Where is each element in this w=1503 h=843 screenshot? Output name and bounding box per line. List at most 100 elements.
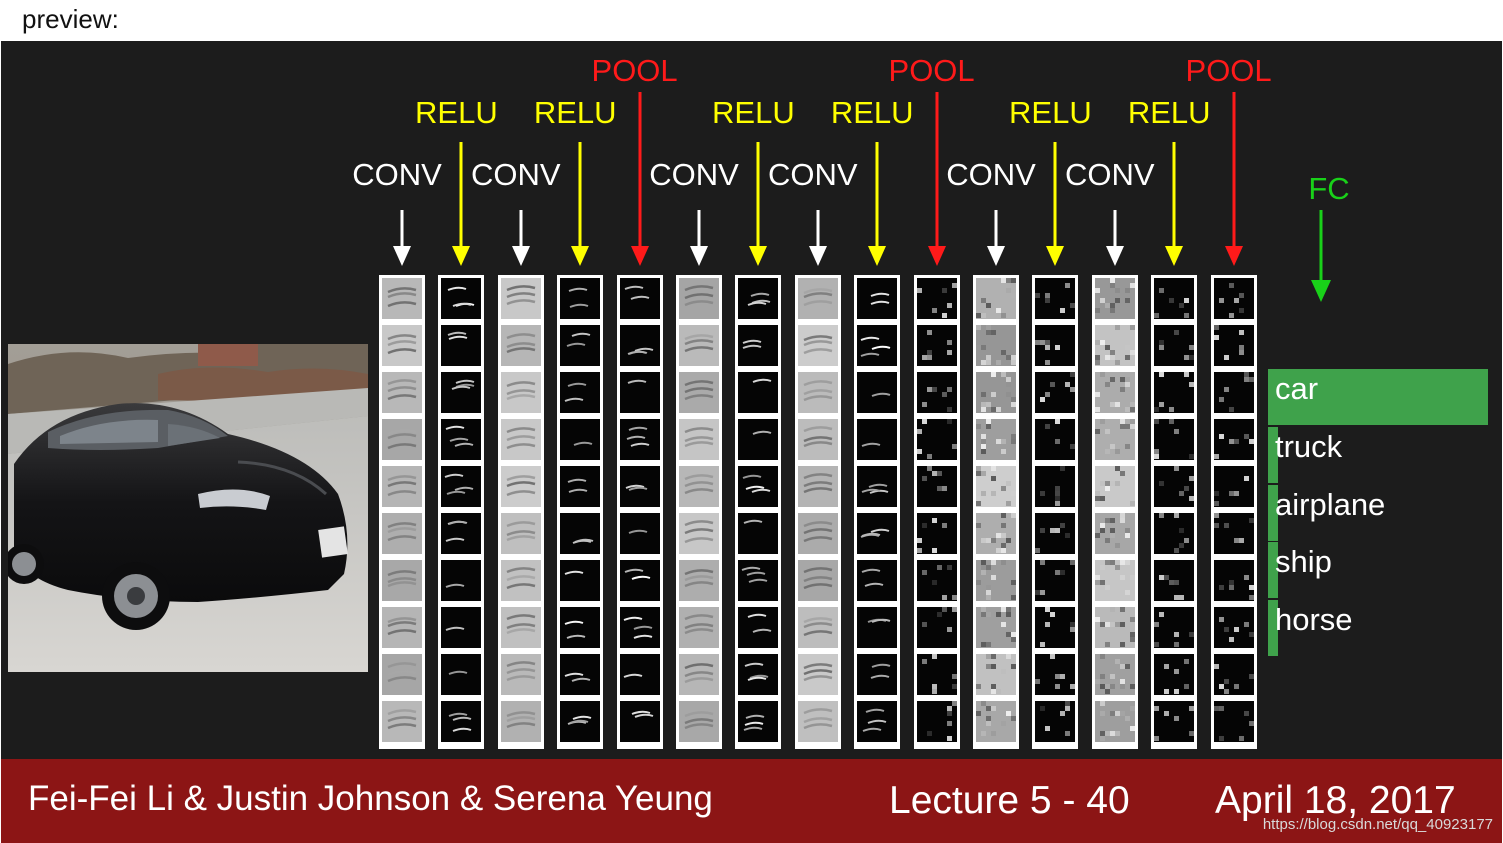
activation-map [619,701,660,742]
pool-label-4: POOL [591,53,678,88]
conv-label-2: CONV [471,157,561,192]
activation-map [619,654,660,695]
activation-map [560,513,601,554]
fc-arrow-icon [1306,210,1336,307]
activation-map [857,701,898,742]
activation-map [1154,278,1195,319]
activation-map [1094,513,1135,554]
activation-map [857,560,898,601]
activation-map [1094,607,1135,648]
activation-map [382,701,422,742]
activation-map [679,325,719,366]
feature-map-column-3 [557,275,604,749]
activation-map [1035,278,1076,319]
feature-map-column-12 [1091,275,1138,749]
class-label-airplane: airplane [1275,487,1386,522]
activation-map [738,372,779,413]
activation-map [1213,654,1254,695]
activation-map [857,325,898,366]
activation-map [619,372,660,413]
feature-map-column-0 [379,275,425,749]
input-car-image [8,344,368,672]
activation-map [1035,325,1076,366]
activation-map [797,560,838,601]
activation-map [500,607,541,648]
activation-map [500,278,541,319]
activation-map [857,513,898,554]
activation-map [797,466,838,507]
activation-map [1035,419,1076,460]
activation-map [916,278,957,319]
activation-map [560,419,601,460]
activation-map [976,325,1016,366]
conv-arrow-icon-10 [981,210,1011,271]
activation-map [857,372,898,413]
activation-map [1035,654,1076,695]
activation-map [382,466,422,507]
activation-map [441,654,482,695]
activation-map [441,419,482,460]
activation-map [1213,372,1254,413]
activation-map [679,560,719,601]
activation-map [679,607,719,648]
activation-map [441,701,482,742]
activation-map [441,513,482,554]
activation-map [1154,607,1195,648]
activation-map [916,325,957,366]
activation-map [1213,607,1254,648]
activation-map [1094,560,1135,601]
activation-map [797,654,838,695]
activation-map [738,701,779,742]
preview-label: preview: [22,4,119,34]
feature-map-column-5 [676,275,722,749]
activation-map [382,560,422,601]
relu-label-13: RELU [1127,95,1211,130]
class-label-horse: horse [1275,602,1353,637]
relu-label-11: RELU [1009,95,1092,130]
conv-arrow-icon-0 [387,210,417,271]
activation-map [857,278,898,319]
activation-map [1035,607,1076,648]
activation-map [500,372,541,413]
activation-map [560,278,601,319]
relu-arrow-icon-11 [1040,142,1070,271]
relu-arrow-icon-6 [743,142,773,271]
activation-map [976,513,1016,554]
conv-arrow-icon-2 [506,210,536,271]
activation-map [441,325,482,366]
activation-map [560,701,601,742]
feature-map-column-8 [854,275,901,749]
activation-map [738,607,779,648]
class-label-truck: truck [1275,429,1343,464]
relu-arrow-icon-8 [862,142,892,271]
activation-map [916,654,957,695]
activation-map [976,278,1016,319]
activation-map [560,654,601,695]
activation-map [382,513,422,554]
activation-map [560,560,601,601]
activation-map [1094,372,1135,413]
activation-map [857,466,898,507]
activation-map [382,278,422,319]
relu-label-8: RELU [830,95,914,130]
feature-map-column-14 [1210,275,1257,749]
activation-map [500,560,541,601]
activation-map [441,372,482,413]
feature-map-column-11 [1032,275,1079,749]
pool-arrow-icon-9 [922,92,952,271]
activation-map [738,278,779,319]
activation-map [560,325,601,366]
activation-map [1154,419,1195,460]
activation-map [1213,560,1254,601]
activation-map [916,701,957,742]
activation-map [382,607,422,648]
activation-map [976,654,1016,695]
activation-map [857,607,898,648]
activation-map [738,325,779,366]
activation-map [916,372,957,413]
footer-authors: Fei-Fei Li & Justin Johnson & Serena Yeu… [28,779,713,818]
conv-label-10: CONV [946,157,1036,192]
feature-map-column-1 [438,275,485,749]
feature-map-column-6 [735,275,782,749]
activation-map [560,607,601,648]
